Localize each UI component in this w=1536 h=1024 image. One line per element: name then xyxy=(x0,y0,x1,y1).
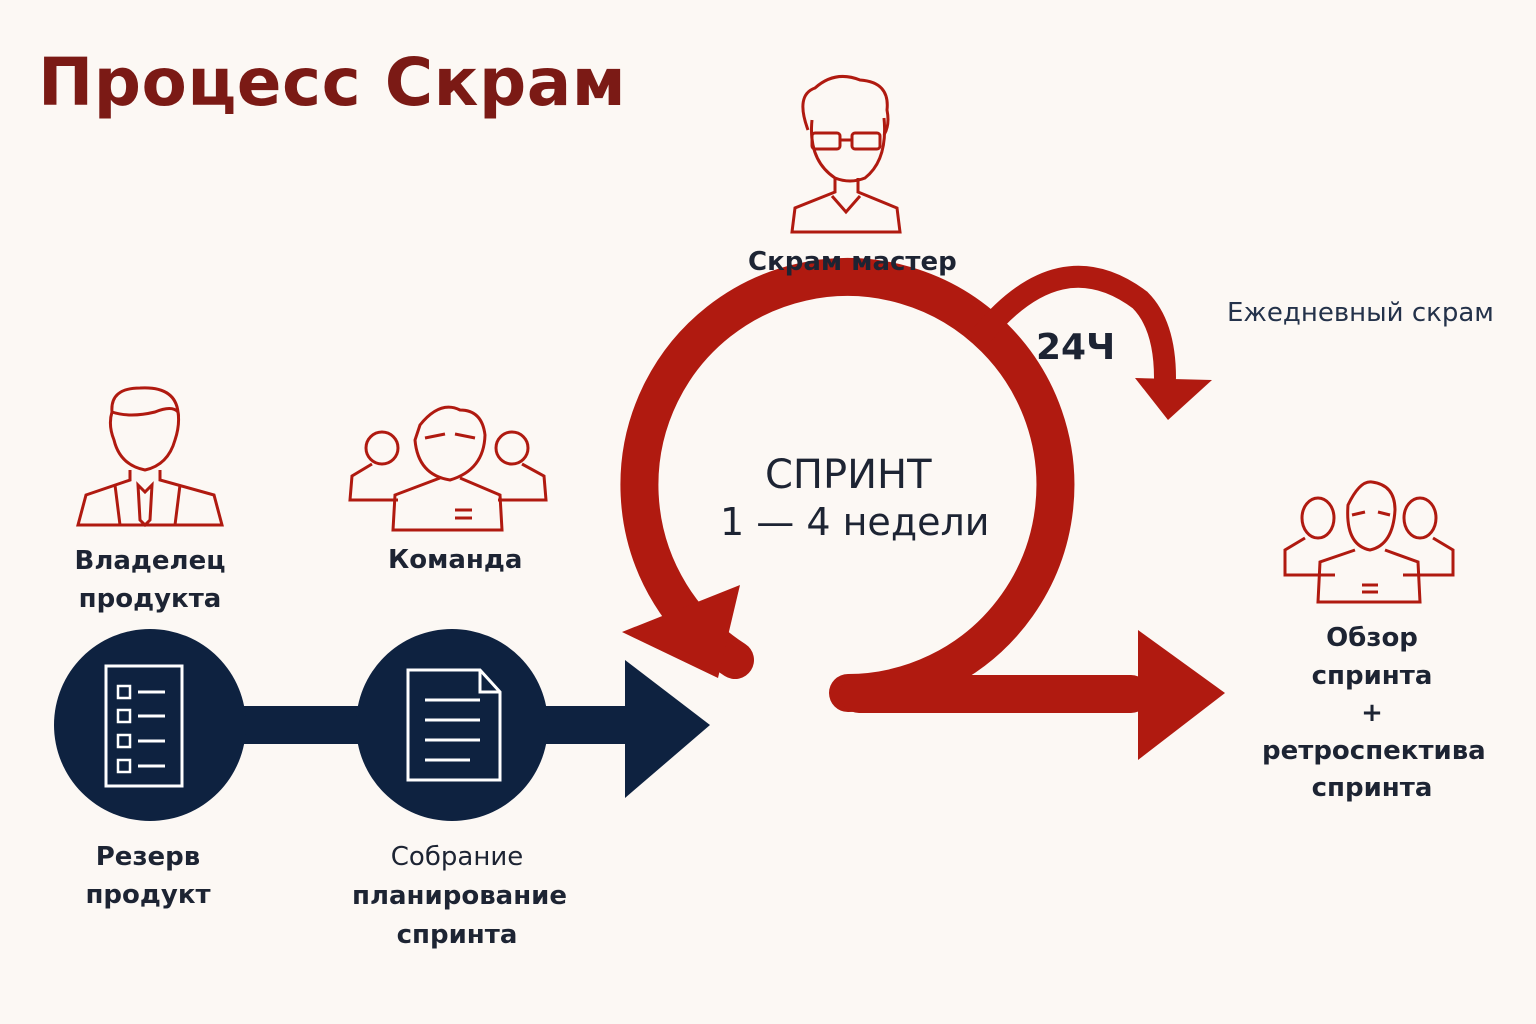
person-tie-icon xyxy=(76,386,224,528)
review-line1: Обзор xyxy=(1326,623,1418,653)
page-title: Процесс Скрам xyxy=(38,44,627,121)
team-icon xyxy=(1283,480,1455,604)
review-label: Обзор спринта + ретроспектива спринта xyxy=(1262,620,1486,808)
team-icon xyxy=(348,405,548,532)
planning-line3: спринта xyxy=(396,920,518,950)
product-owner-line1: Владелец xyxy=(74,546,226,576)
backlog-line2: продукт xyxy=(85,880,211,910)
backlog-label: Резерв продукт xyxy=(68,838,228,914)
team-label: Команда xyxy=(388,545,523,575)
review-line3: + xyxy=(1361,698,1383,728)
daily-scrum-arrow xyxy=(971,265,1212,420)
output-arrow xyxy=(840,630,1225,760)
scrum-master-label: Скрам мастер xyxy=(748,247,957,277)
review-line5: спринта xyxy=(1311,773,1433,803)
sprint-loop-arrow xyxy=(620,258,1075,712)
sprint-duration: 1 — 4 недели xyxy=(720,500,990,544)
daily-hours-label: 24Ч xyxy=(1036,327,1116,368)
backlog-line1: Резерв xyxy=(95,842,201,872)
review-line4: ретроспектива xyxy=(1262,735,1486,766)
planning-line1: Собрание xyxy=(390,842,524,872)
daily-scrum-label: Ежедневный скрам xyxy=(1227,298,1494,328)
person-glasses-icon xyxy=(790,74,902,234)
flow-arrow-head xyxy=(625,660,710,798)
planning-line2: планирование xyxy=(352,881,568,911)
review-line2: спринта xyxy=(1311,660,1433,691)
checklist-icon xyxy=(54,629,246,821)
sprint-title: СПРИНТ xyxy=(765,452,932,498)
planning-label: Собрание планирование спринта xyxy=(352,838,568,955)
product-owner-label: Владелец продукта xyxy=(70,542,230,618)
product-owner-line2: продукта xyxy=(78,584,222,614)
document-icon xyxy=(356,629,548,821)
